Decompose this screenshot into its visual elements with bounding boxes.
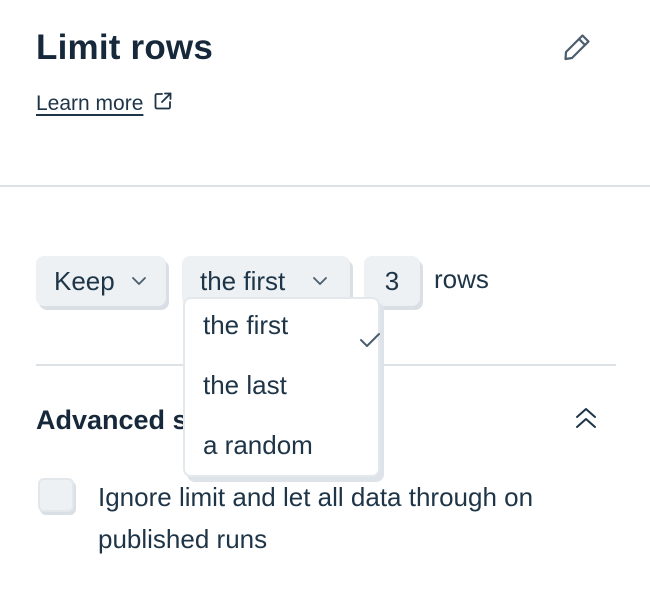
external-link-icon [153, 91, 173, 116]
dropdown-option-random[interactable]: a random [203, 425, 373, 465]
which-rows-select-label: the first [200, 265, 286, 296]
chevron-double-up-icon [573, 405, 599, 436]
learn-more-link[interactable]: Learn more [36, 91, 173, 116]
chevron-down-icon [131, 274, 147, 292]
ignore-limit-label: Ignore limit and let all data through on… [98, 482, 534, 554]
keep-select-label: Keep [54, 265, 115, 296]
edit-button[interactable] [556, 28, 598, 70]
dropdown-option-first[interactable]: the first [203, 305, 380, 347]
keep-select[interactable]: Keep [36, 256, 166, 306]
dropdown-option-label: a random [203, 430, 313, 460]
which-rows-dropdown-menu: the first the last a random [183, 297, 380, 477]
chevron-down-icon [312, 274, 328, 292]
dropdown-option-label: the first [203, 310, 289, 340]
row-count-value: 3 [384, 265, 400, 296]
ignore-limit-checkbox[interactable] [38, 478, 74, 512]
dropdown-option-label: the last [203, 370, 287, 400]
advanced-settings-title: Advanced s [36, 405, 188, 435]
learn-more-label: Learn more [36, 91, 144, 115]
pencil-icon [561, 31, 593, 68]
dropdown-option-last[interactable]: the last [203, 365, 373, 405]
collapse-advanced-button[interactable] [570, 404, 602, 436]
panel-title: Limit rows [36, 28, 214, 67]
rows-label: rows [434, 264, 489, 294]
checkmark-icon [359, 319, 381, 359]
header-divider [0, 185, 650, 187]
